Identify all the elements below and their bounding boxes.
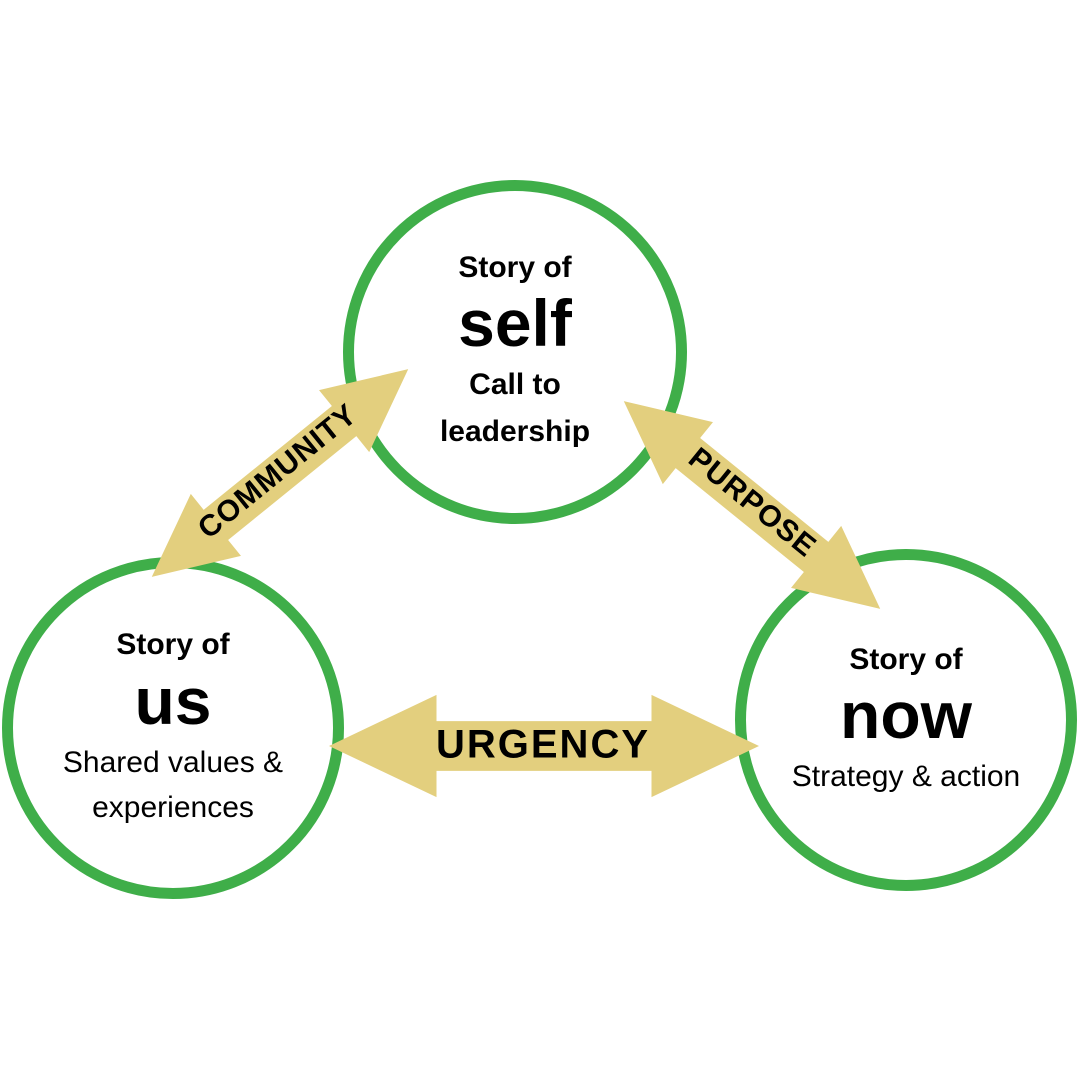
- double-arrow-urgency: [329, 687, 759, 805]
- circle-us-prefix: Story of: [116, 628, 230, 662]
- arrow-label-purpose: PURPOSE: [682, 441, 823, 564]
- double-arrow-community: [123, 333, 437, 612]
- circle-self-description: Call to leadership: [439, 368, 591, 448]
- circle-now-prefix: Story of: [849, 642, 963, 676]
- double-arrow-purpose: [595, 365, 909, 644]
- arrow-label-urgency: URGENCY: [435, 722, 651, 767]
- double-arrow-icon: [623, 401, 881, 609]
- arrow-label-community: COMMUNITY: [191, 397, 364, 546]
- double-arrow-icon: [151, 369, 409, 577]
- circle-story-of-us: Story of us Shared values & experiences: [2, 557, 344, 899]
- circle-self-word: self: [458, 286, 572, 361]
- circle-self-prefix: Story of: [458, 250, 572, 284]
- circle-story-of-self: Story of self Call to leadership: [343, 180, 687, 524]
- circle-us-description: Shared values & experiences: [62, 745, 284, 824]
- circle-story-of-now: Story of now Strategy & action: [735, 549, 1077, 891]
- circle-now-description: Strategy & action: [791, 760, 1021, 794]
- circle-now-word: now: [840, 678, 972, 753]
- circle-us-word: us: [134, 663, 212, 738]
- double-arrow-icon: [329, 694, 759, 798]
